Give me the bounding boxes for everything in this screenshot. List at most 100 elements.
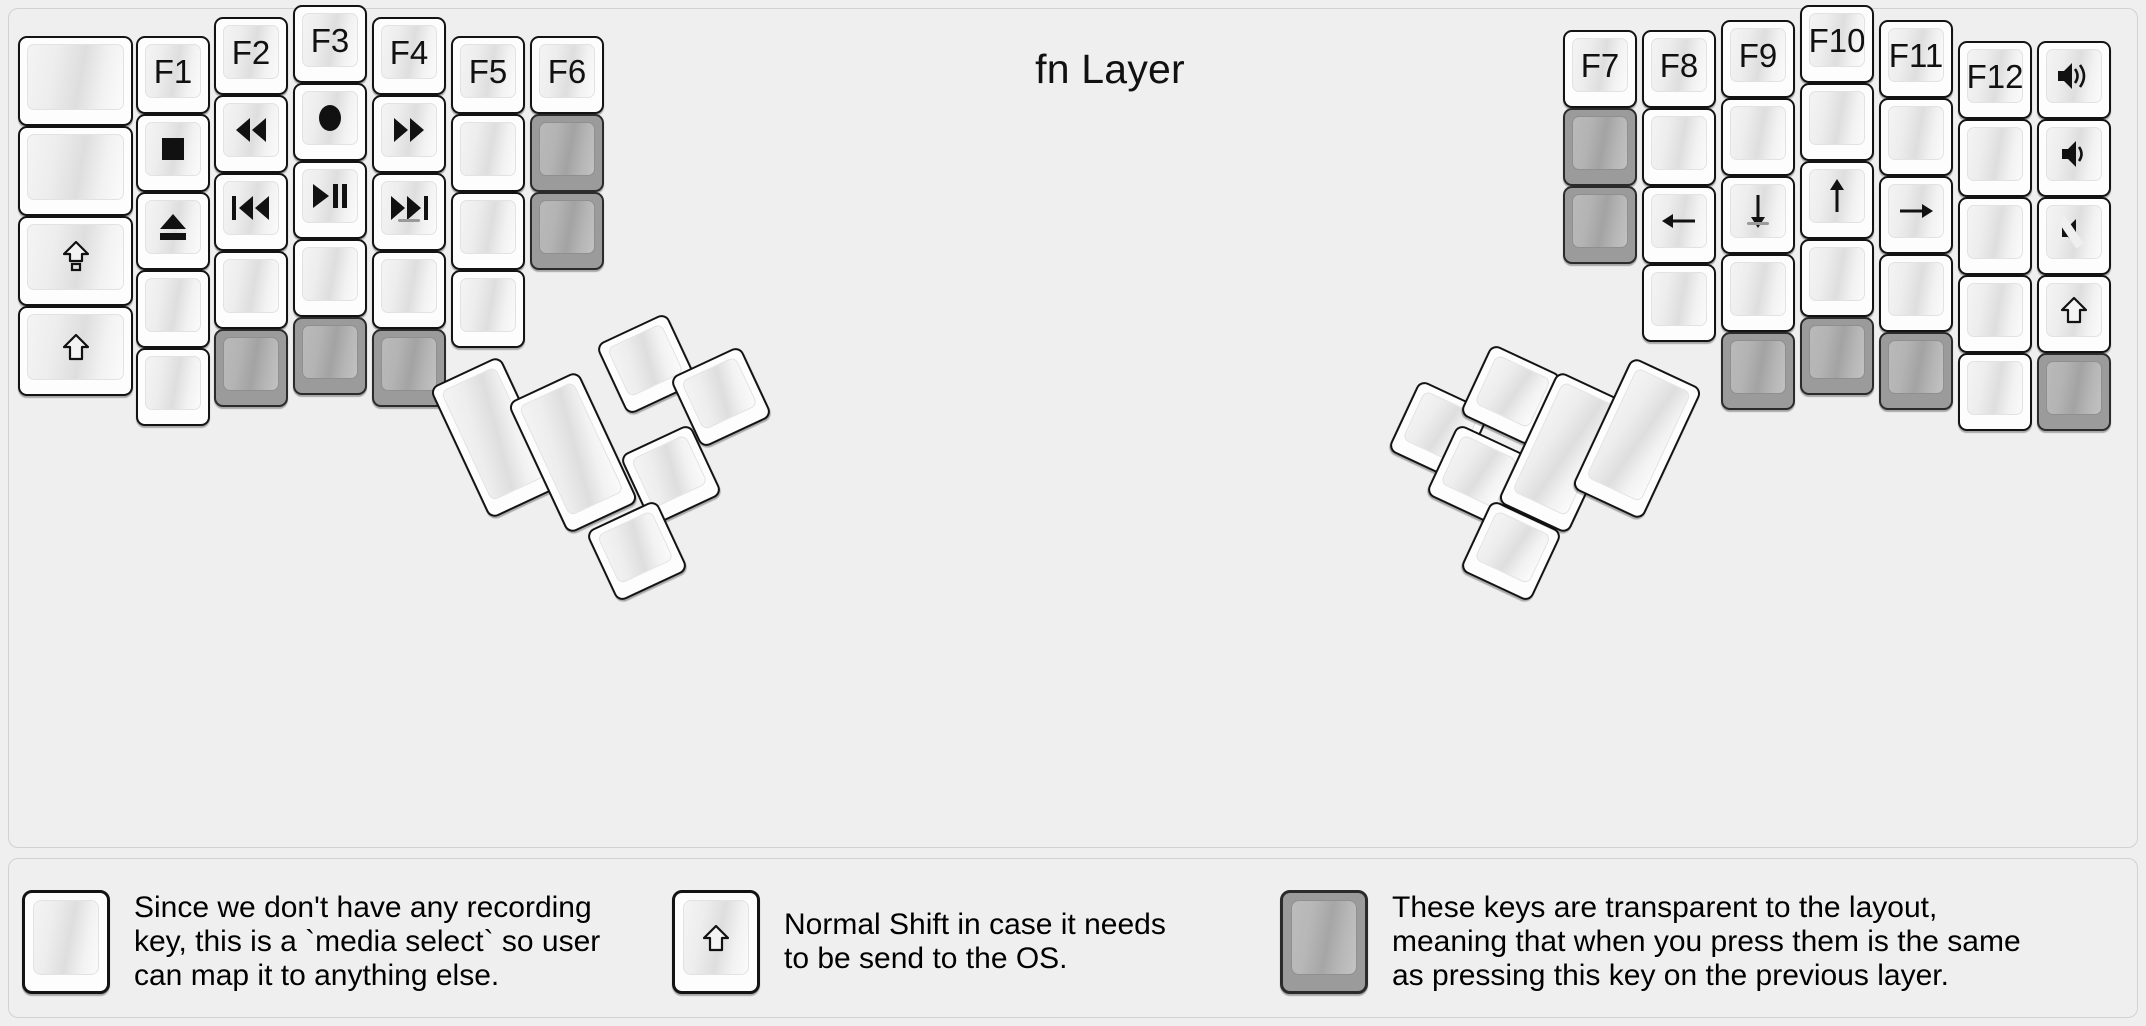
key-col-index-inner-blank[interactable] [1642,108,1716,186]
keycap-surface [683,900,749,975]
keycap-surface [1572,116,1628,170]
key-col-middle-f3[interactable]: F3 [293,5,367,83]
key-col-inner-f6[interactable]: F6 [530,36,604,114]
keycap-surface [27,314,124,380]
keycap-surface: F11 [1888,28,1944,82]
key-label: F2 [231,33,271,71]
key-col-index-f9[interactable]: F9 [1721,20,1795,98]
key-label: F12 [1967,57,2023,95]
key-col-ring-blank[interactable] [214,251,288,329]
key-col-ring-arrow-right[interactable] [1879,176,1953,254]
keycap-surface [1651,116,1707,170]
page-title: fn Layer [1035,46,1185,92]
key-col-pinky-outer-blank[interactable] [18,36,133,126]
key-col-inner-transparent[interactable] [1563,108,1637,186]
keycap-surface [381,259,437,313]
legend-description-2: Normal Shift in case it needs to be send… [784,908,1166,975]
key-col-pinky-f1[interactable]: F1 [136,36,210,114]
key-col-pinky-outer-shift-arrow[interactable] [2037,275,2111,353]
key-col-middle-f10[interactable]: F10 [1800,5,1874,83]
key-col-index-inner-blank[interactable] [451,192,525,270]
key-col-index-arrow-down[interactable] [1721,176,1795,254]
keycap-surface: F1 [145,44,201,98]
key-col-index-inner-arrow-left[interactable] [1642,186,1716,264]
key-col-index-inner-blank[interactable] [451,114,525,192]
key-col-pinky-blank[interactable] [1958,119,2032,197]
key-col-ring-media-rewind[interactable] [214,95,288,173]
keycap-surface [539,200,595,254]
key-col-pinky-f12[interactable]: F12 [1958,41,2032,119]
key-col-pinky-outer-transparent[interactable] [2037,353,2111,431]
key-col-pinky-outer-volume-mute[interactable] [2037,197,2111,275]
key-col-pinky-media-eject[interactable] [136,192,210,270]
key-col-index-f4[interactable]: F4 [372,17,446,95]
key-col-middle-media-record[interactable] [293,83,367,161]
key-col-inner-transparent[interactable] [1563,186,1637,264]
legend-description-1: Since we don't have any recording key, t… [134,891,601,992]
key-col-ring-transparent[interactable] [214,329,288,407]
key-col-index-media-fast-forward[interactable] [372,95,446,173]
media-stop-icon [158,134,188,164]
keycap-surface [2046,283,2102,337]
key-col-middle-media-play-pause[interactable] [293,161,367,239]
key-col-pinky-outer-shift-arrow[interactable] [18,306,133,396]
key-col-middle-transparent[interactable] [1800,317,1874,395]
key-col-pinky-media-stop[interactable] [136,114,210,192]
keycap-surface [1967,283,2023,337]
key-col-inner-transparent[interactable] [530,114,604,192]
key-label: F5 [468,52,508,90]
key-col-pinky-outer-blank[interactable] [18,126,133,216]
key-col-ring-transparent[interactable] [1879,332,1953,410]
homing-bar [1747,222,1769,225]
key-col-index-inner-f5[interactable]: F5 [451,36,525,114]
legend-item-3: These keys are transparent to the layout… [1280,878,2021,1006]
key-col-middle-transparent[interactable] [293,317,367,395]
keycap-surface [145,278,201,332]
key-label: F6 [547,52,587,90]
keycap-surface [1730,262,1786,316]
key-col-pinky-outer-volume-down[interactable] [2037,119,2111,197]
key-col-pinky-outer-volume-up[interactable] [2037,41,2111,119]
keycap-surface [1572,194,1628,248]
key-col-index-media-next-track[interactable] [372,173,446,251]
key-col-pinky-blank[interactable] [136,348,210,426]
key-col-ring-f11[interactable]: F11 [1879,20,1953,98]
legend-panel [8,858,2138,1018]
key-col-pinky-blank[interactable] [1958,197,2032,275]
keycap-surface [1888,184,1944,238]
keycap-surface: F6 [539,44,595,98]
key-col-index-inner-f8[interactable]: F8 [1642,30,1716,108]
key-col-index-transparent[interactable] [1721,332,1795,410]
media-next-track-icon [389,194,429,222]
key-col-ring-blank[interactable] [1879,98,1953,176]
volume-down-icon [2060,138,2088,170]
key-col-middle-blank[interactable] [1800,239,1874,317]
keycap-surface [381,337,437,391]
keycap-surface [302,325,358,379]
keycap-surface [1888,262,1944,316]
keycap-surface [1730,340,1786,394]
key-col-middle-blank[interactable] [1800,83,1874,161]
key-label: F3 [310,21,350,59]
key-col-inner-transparent[interactable] [530,192,604,270]
key-col-ring-blank[interactable] [1879,254,1953,332]
key-col-middle-blank[interactable] [293,239,367,317]
key-col-index-blank[interactable] [372,251,446,329]
key-col-ring-media-prev-track[interactable] [214,173,288,251]
keycap-surface [145,122,201,176]
key-col-index-inner-blank[interactable] [451,270,525,348]
key-col-ring-f2[interactable]: F2 [214,17,288,95]
keycap-surface [381,103,437,157]
key-col-pinky-blank[interactable] [1958,275,2032,353]
key-col-index-inner-blank[interactable] [1642,264,1716,342]
key-col-pinky-outer-caps-lock[interactable] [18,216,133,306]
key-col-pinky-blank[interactable] [1958,353,2032,431]
keycap-surface [680,356,758,431]
key-col-middle-arrow-up[interactable] [1800,161,1874,239]
key-col-index-blank[interactable] [1721,254,1795,332]
key-col-pinky-blank[interactable] [136,270,210,348]
key-col-index-blank[interactable] [1721,98,1795,176]
homing-bar [398,219,420,222]
key-col-inner-f7[interactable]: F7 [1563,30,1637,108]
key-col-index-transparent[interactable] [372,329,446,407]
